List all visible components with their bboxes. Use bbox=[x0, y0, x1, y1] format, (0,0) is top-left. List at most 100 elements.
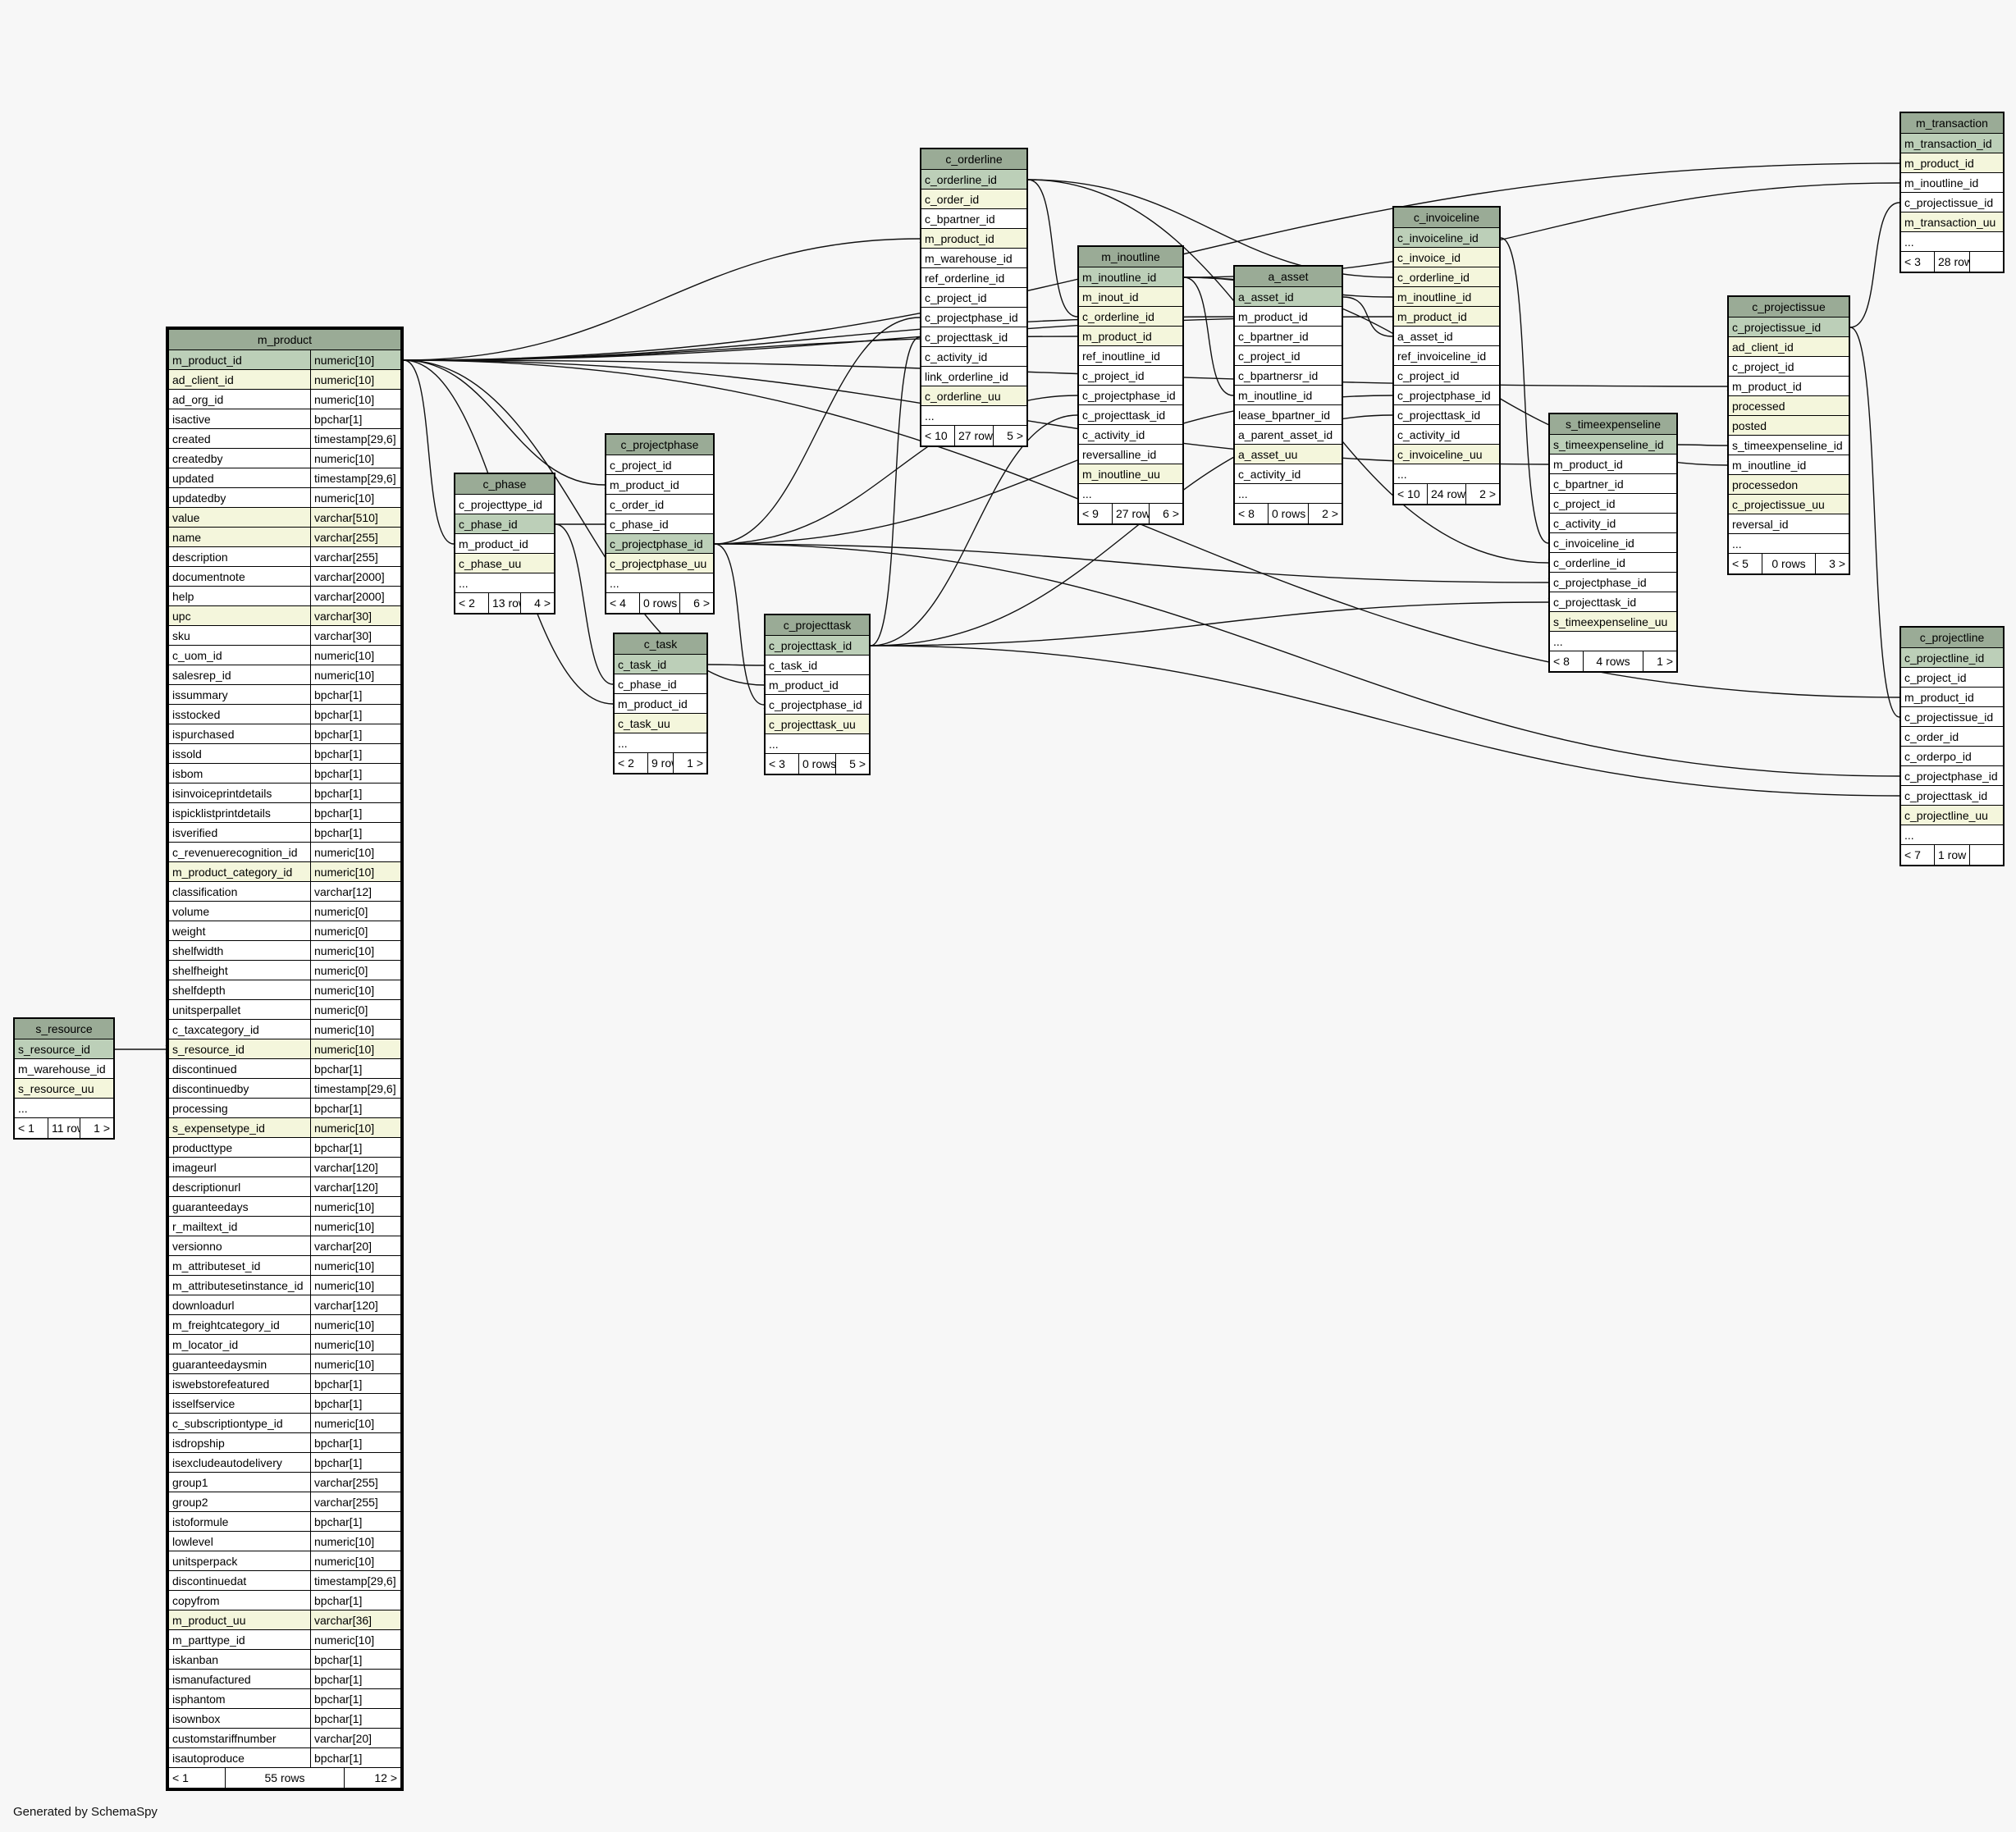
children-link[interactable]: 12 > bbox=[344, 1768, 400, 1788]
parents-link[interactable]: < 2 bbox=[618, 756, 634, 770]
column-row[interactable]: ref_orderline_id bbox=[921, 268, 1026, 288]
column-row[interactable]: c_project_id bbox=[1079, 366, 1182, 386]
column-row[interactable]: c_projecttype_id bbox=[455, 495, 554, 514]
column-row[interactable]: c_order_id bbox=[1901, 727, 2003, 747]
column-row[interactable]: c_projecttask_uu bbox=[766, 715, 869, 734]
column-row[interactable]: s_resource_uu bbox=[15, 1079, 113, 1099]
column-row[interactable]: ... bbox=[1901, 825, 2003, 845]
column-row[interactable]: c_orderline_id bbox=[1550, 553, 1676, 573]
column-row[interactable]: c_projectphase_id bbox=[1079, 386, 1182, 405]
column-row[interactable]: c_activity_id bbox=[1235, 464, 1342, 484]
column-row[interactable]: c_project_id bbox=[1394, 366, 1499, 386]
table-title[interactable]: c_projecttask bbox=[766, 615, 869, 636]
column-row[interactable]: ... bbox=[1729, 534, 1849, 554]
column-row[interactable]: ... bbox=[15, 1099, 113, 1118]
column-row[interactable]: ... bbox=[1901, 232, 2003, 252]
column-row[interactable]: c_projectissue_uu bbox=[1729, 495, 1849, 514]
column-row[interactable]: s_timeexpenseline_uu bbox=[1550, 612, 1676, 632]
column-row[interactable]: m_inout_id bbox=[1079, 287, 1182, 307]
column-row[interactable]: m_product_id bbox=[455, 534, 554, 554]
column-row[interactable]: m_inoutline_uu bbox=[1079, 464, 1182, 484]
column-row[interactable]: reversal_id bbox=[1729, 514, 1849, 534]
column-row[interactable]: m_product_id bbox=[1235, 307, 1342, 327]
column-row[interactable]: ref_inoutline_id bbox=[1079, 346, 1182, 366]
column-row[interactable]: c_order_id bbox=[606, 495, 713, 514]
table-title[interactable]: c_phase bbox=[455, 474, 554, 495]
column-row[interactable]: m_product_id bbox=[1729, 377, 1849, 396]
table-title[interactable]: c_projectissue bbox=[1729, 297, 1849, 318]
column-row[interactable]: c_projectphase_uu bbox=[606, 554, 713, 573]
table-title[interactable]: c_projectline bbox=[1901, 628, 2003, 648]
children-link[interactable] bbox=[1969, 252, 2003, 272]
column-row[interactable]: c_project_id bbox=[1729, 357, 1849, 377]
column-row[interactable]: c_projectphase_id bbox=[1901, 766, 2003, 786]
column-row[interactable]: m_product_id bbox=[1901, 688, 2003, 707]
column-row[interactable]: c_bpartner_id bbox=[1550, 474, 1676, 494]
column-row[interactable]: ref_invoiceline_id bbox=[1394, 346, 1499, 366]
column-row[interactable]: m_inoutline_id bbox=[1235, 386, 1342, 405]
column-row[interactable]: c_invoice_id bbox=[1394, 248, 1499, 267]
column-row[interactable]: ... bbox=[606, 573, 713, 593]
column-row[interactable]: c_orderpo_id bbox=[1901, 747, 2003, 766]
column-row[interactable]: c_projectissue_id bbox=[1901, 707, 2003, 727]
column-row[interactable]: c_project_id bbox=[606, 455, 713, 475]
column-row[interactable]: c_projecttask_id bbox=[921, 327, 1026, 347]
primary-key-row[interactable]: c_projectline_id bbox=[1901, 648, 2003, 668]
column-row[interactable]: m_transaction_uu bbox=[1901, 212, 2003, 232]
table-title[interactable]: s_timeexpenseline bbox=[1550, 414, 1676, 435]
primary-key-row[interactable]: m_inoutline_id bbox=[1079, 267, 1182, 287]
column-row[interactable]: c_phase_id bbox=[615, 674, 706, 694]
children-link[interactable]: 5 > bbox=[993, 426, 1026, 445]
column-row[interactable]: c_task_id bbox=[766, 656, 869, 675]
column-row[interactable]: ... bbox=[615, 733, 706, 753]
column-row[interactable]: c_projectphase_id bbox=[921, 308, 1026, 327]
column-row[interactable]: s_timeexpenseline_id bbox=[1729, 436, 1849, 455]
column-row[interactable]: m_warehouse_id bbox=[15, 1059, 113, 1079]
table-title[interactable]: c_task bbox=[615, 634, 706, 655]
children-link[interactable]: 2 > bbox=[1465, 484, 1499, 504]
column-row[interactable]: c_activity_id bbox=[1394, 425, 1499, 445]
children-link[interactable]: 1 > bbox=[1643, 651, 1676, 671]
column-row[interactable]: ... bbox=[455, 573, 554, 593]
column-row[interactable]: c_orderline_id bbox=[1394, 267, 1499, 287]
column-row[interactable]: c_activity_id bbox=[921, 347, 1026, 367]
column-row[interactable]: m_warehouse_id bbox=[921, 249, 1026, 268]
column-row[interactable]: c_phase_id bbox=[606, 514, 713, 534]
column-row[interactable]: c_project_id bbox=[1235, 346, 1342, 366]
